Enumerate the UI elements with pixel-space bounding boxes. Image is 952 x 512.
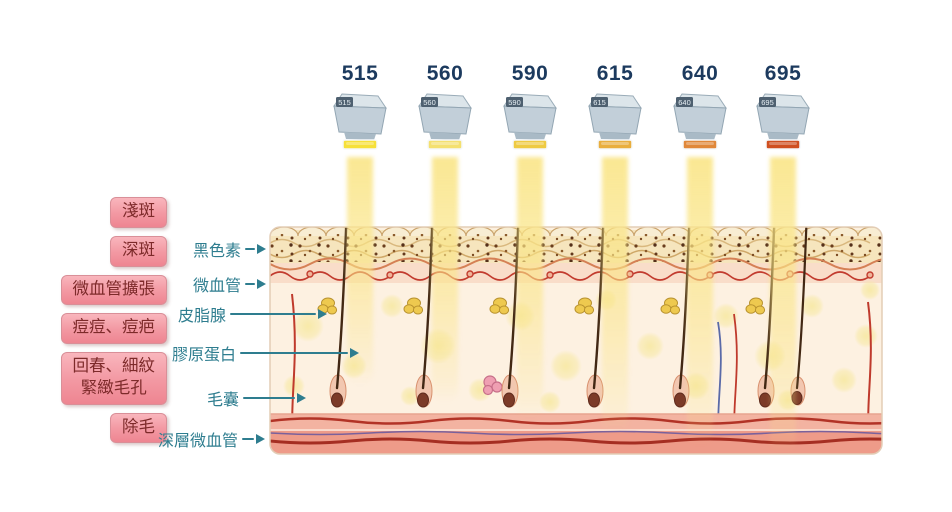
wavelength-label: 695 xyxy=(764,62,802,85)
right-arrow-icon xyxy=(318,309,328,319)
wavelength-label: 640 xyxy=(681,62,719,85)
arrow-shaft xyxy=(245,282,256,286)
label-follicle-text: 毛囊 xyxy=(207,392,240,409)
indication-deep-spots: 深斑 xyxy=(110,235,167,267)
dermis-collagen-layer xyxy=(270,280,882,414)
handpiece-icon: 560 xyxy=(418,93,472,150)
handpiece-icon: 640 xyxy=(673,93,727,150)
handpiece-icon: 695 xyxy=(756,93,810,150)
hair-follicle xyxy=(489,227,521,408)
filter-unit-615: 615 615 xyxy=(575,62,655,152)
indication-hair-removal: 除毛 xyxy=(110,412,167,444)
handpiece-icon: 590 xyxy=(503,93,557,150)
label-deep-capillary: 深層微血管 xyxy=(158,427,266,451)
right-arrow-icon xyxy=(257,279,267,289)
handpiece-icon: 515 xyxy=(333,93,387,150)
device-chip-label: 515 xyxy=(338,98,351,107)
device-chip-label: 590 xyxy=(508,98,521,107)
indication-rejuvenation-pores: 回春、細紋 緊緻毛孔 xyxy=(60,352,167,405)
indication-light-spots: 淺斑 xyxy=(110,197,167,228)
label-melanin: 黑色素 xyxy=(193,237,267,261)
melanin-speckles xyxy=(270,234,882,262)
filter-glass xyxy=(427,139,463,150)
hair-follicle xyxy=(403,227,435,408)
arrow-shaft xyxy=(240,351,349,355)
label-capillary: 微血管 xyxy=(193,272,267,296)
label-sebaceous-text: 皮脂腺 xyxy=(178,308,227,325)
wavelength-label: 515 xyxy=(341,62,379,85)
filter-unit-590: 590 590 xyxy=(490,62,570,152)
indication-acne-scars: 痘痘、痘疤 xyxy=(60,313,167,345)
skin-cross-section-illustration xyxy=(269,226,883,455)
handpiece-icon: 615 xyxy=(588,93,642,150)
wavelength-label: 590 xyxy=(511,62,549,85)
right-arrow-icon xyxy=(297,393,307,403)
label-capillary-text: 微血管 xyxy=(193,278,242,295)
label-collagen-text: 膠原蛋白 xyxy=(172,347,237,364)
hair-follicle xyxy=(574,227,606,408)
indication-telangiectasia: 微血管擴張 xyxy=(60,274,167,306)
hair-follicle xyxy=(660,227,692,408)
filter-unit-560: 560 560 xyxy=(405,62,485,152)
label-deep-capillary-text: 深層微血管 xyxy=(158,433,239,450)
filter-unit-640: 640 640 xyxy=(660,62,740,152)
filter-glass xyxy=(682,139,718,150)
label-hair-follicle: 毛囊 xyxy=(207,386,307,410)
deep-vessel-layer xyxy=(270,413,882,454)
filter-unit-695: 695 695 xyxy=(743,62,823,152)
label-sebaceous-gland: 皮脂腺 xyxy=(178,302,328,326)
arrow-shaft xyxy=(243,396,296,400)
right-arrow-icon xyxy=(350,348,360,358)
device-chip-label: 640 xyxy=(678,98,691,107)
device-chip-label: 615 xyxy=(593,98,606,107)
filter-glass xyxy=(765,139,801,150)
device-chip-label: 695 xyxy=(761,98,774,107)
filter-glass xyxy=(342,139,378,150)
hair-follicle xyxy=(317,227,349,408)
filter-glass xyxy=(597,139,633,150)
arrow-shaft xyxy=(230,312,317,316)
hair-follicles xyxy=(317,227,809,408)
device-chip-label: 560 xyxy=(423,98,436,107)
filter-unit-515: 515 515 xyxy=(320,62,400,152)
wavelength-label: 560 xyxy=(426,62,464,85)
label-melanin-text: 黑色素 xyxy=(193,243,242,260)
right-arrow-icon xyxy=(256,434,266,444)
skin-border xyxy=(269,226,883,455)
arrow-shaft xyxy=(242,437,255,441)
arrow-shaft xyxy=(245,247,256,251)
filter-glass xyxy=(512,139,548,150)
indication-list: 淺斑 深斑 微血管擴張 痘痘、痘疤 回春、細紋 緊緻毛孔 除毛 xyxy=(0,197,167,444)
wavelength-label: 615 xyxy=(596,62,634,85)
sweat-gland-coil xyxy=(482,375,503,396)
label-collagen: 膠原蛋白 xyxy=(172,341,360,365)
right-arrow-icon xyxy=(257,244,267,254)
